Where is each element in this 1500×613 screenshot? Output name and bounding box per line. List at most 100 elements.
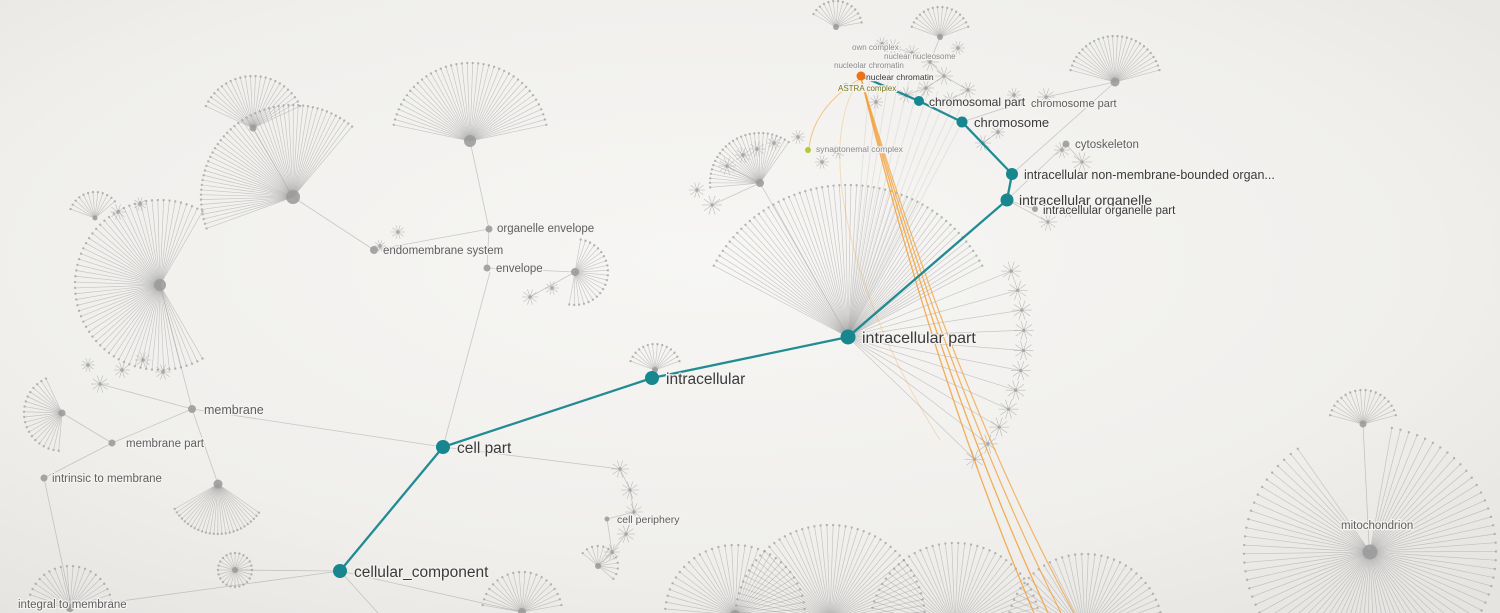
node-cluster[interactable] xyxy=(1328,388,1398,428)
leaf-cluster[interactable] xyxy=(831,145,845,159)
leaf-cluster[interactable] xyxy=(114,362,130,378)
leaf-cluster[interactable] xyxy=(935,67,953,85)
term-node-cell_part[interactable] xyxy=(436,440,450,454)
node-cluster[interactable] xyxy=(629,342,681,373)
leaf-cluster[interactable] xyxy=(960,82,976,98)
node-cluster[interactable] xyxy=(708,131,790,189)
node-cluster[interactable] xyxy=(216,551,254,589)
graph-edge-bundle xyxy=(847,74,871,338)
node-cluster[interactable] xyxy=(847,261,1034,469)
term-node[interactable] xyxy=(483,264,491,272)
node-cluster[interactable] xyxy=(812,0,863,30)
leaf-cluster[interactable] xyxy=(135,352,151,368)
term-node[interactable] xyxy=(604,516,610,522)
term-node[interactable] xyxy=(1017,100,1023,106)
node-cluster[interactable] xyxy=(869,541,1041,613)
node-cluster[interactable] xyxy=(392,61,548,147)
node-cluster[interactable] xyxy=(581,544,620,581)
leaf-cluster[interactable] xyxy=(133,197,147,211)
leaf-cluster[interactable] xyxy=(951,41,965,55)
leaf-cluster[interactable] xyxy=(875,37,889,51)
term-node-nuclear_chromatin[interactable] xyxy=(856,71,866,81)
leaf-cluster[interactable] xyxy=(767,136,781,150)
term-node-cellular_component[interactable] xyxy=(333,564,347,578)
leaf-cluster[interactable] xyxy=(91,375,109,393)
node-cluster[interactable] xyxy=(568,238,610,307)
graph-edge xyxy=(191,408,219,485)
leaf-cluster[interactable] xyxy=(735,147,751,163)
node-cluster[interactable] xyxy=(73,198,204,372)
term-node-intracellular_part[interactable] xyxy=(840,329,856,345)
highlighted-term-node[interactable] xyxy=(805,147,811,153)
node-cluster[interactable] xyxy=(664,543,806,613)
leaf-cluster[interactable] xyxy=(611,460,629,478)
leaf-cluster[interactable] xyxy=(815,155,829,169)
graph-edge xyxy=(881,43,894,48)
leaf-cluster[interactable] xyxy=(621,481,639,499)
term-node[interactable] xyxy=(370,246,378,254)
leaf-cluster[interactable] xyxy=(998,399,1019,419)
term-label: intracellular organelle part xyxy=(1043,205,1176,217)
term-node-intracellular_nmb_organelle[interactable] xyxy=(1006,168,1018,180)
leaf-cluster[interactable] xyxy=(869,95,883,109)
node-cluster[interactable] xyxy=(910,5,970,40)
term-node[interactable] xyxy=(1032,206,1038,212)
leaf-cluster[interactable] xyxy=(989,417,1010,437)
leaf-cluster[interactable] xyxy=(918,80,934,96)
term-node-intracellular[interactable] xyxy=(645,371,659,385)
term-node[interactable] xyxy=(485,225,493,233)
leaf-cluster[interactable] xyxy=(625,503,643,521)
node-cluster[interactable] xyxy=(199,103,354,230)
term-node[interactable] xyxy=(40,474,48,482)
leaf-cluster[interactable] xyxy=(689,182,705,198)
leaf-cluster[interactable] xyxy=(749,141,765,157)
leaf-cluster[interactable] xyxy=(545,281,559,295)
leaf-cluster[interactable] xyxy=(1010,360,1031,381)
node-cluster[interactable] xyxy=(27,564,113,612)
leaf-cluster[interactable] xyxy=(1060,202,1076,218)
leaf-cluster[interactable] xyxy=(921,53,939,71)
term-node-intracellular_organelle[interactable] xyxy=(1000,193,1014,207)
leaf-cluster[interactable] xyxy=(391,225,405,239)
leaf-cluster[interactable] xyxy=(1011,300,1032,320)
node-cluster[interactable] xyxy=(22,377,66,453)
term-node-chromosomal_part[interactable] xyxy=(914,96,924,106)
leaf-cluster[interactable] xyxy=(991,125,1005,139)
leaf-cluster[interactable] xyxy=(1037,88,1055,106)
leaf-cluster[interactable] xyxy=(1007,88,1021,102)
highlighted-term-node[interactable] xyxy=(843,83,849,89)
leaf-cluster[interactable] xyxy=(702,195,722,215)
term-node[interactable] xyxy=(108,439,116,447)
leaf-cluster[interactable] xyxy=(1001,261,1022,281)
term-node[interactable] xyxy=(1062,140,1070,148)
node-cluster[interactable] xyxy=(1242,426,1498,613)
node-cluster[interactable] xyxy=(712,183,984,338)
leaf-cluster[interactable] xyxy=(1005,380,1026,400)
leaf-cluster[interactable] xyxy=(1013,340,1034,361)
term-node[interactable] xyxy=(188,405,196,413)
leaf-cluster[interactable] xyxy=(904,45,920,61)
node-cluster[interactable] xyxy=(1069,34,1161,87)
leaf-cluster[interactable] xyxy=(791,130,805,144)
leaf-cluster[interactable] xyxy=(81,358,95,372)
node-cluster[interactable] xyxy=(173,479,261,536)
leaf-cluster[interactable] xyxy=(110,204,126,220)
leaf-cluster[interactable] xyxy=(522,289,538,305)
leaf-cluster[interactable] xyxy=(942,92,958,108)
graph-edge xyxy=(1011,81,1116,175)
graph-edge xyxy=(61,412,113,444)
node-cluster[interactable] xyxy=(69,190,117,221)
leaf-cluster[interactable] xyxy=(1013,320,1034,340)
node-cluster[interactable] xyxy=(1006,552,1164,613)
leaf-cluster[interactable] xyxy=(1039,213,1057,231)
node-cluster[interactable] xyxy=(481,570,563,613)
leaf-cluster[interactable] xyxy=(155,364,171,380)
leaf-cluster[interactable] xyxy=(1007,280,1028,300)
leaf-cluster[interactable] xyxy=(718,157,736,175)
leaf-cluster[interactable] xyxy=(604,544,620,560)
leaf-cluster[interactable] xyxy=(1072,152,1092,172)
term-node-chromosome[interactable] xyxy=(956,116,968,128)
leaf-cluster[interactable] xyxy=(617,525,635,543)
